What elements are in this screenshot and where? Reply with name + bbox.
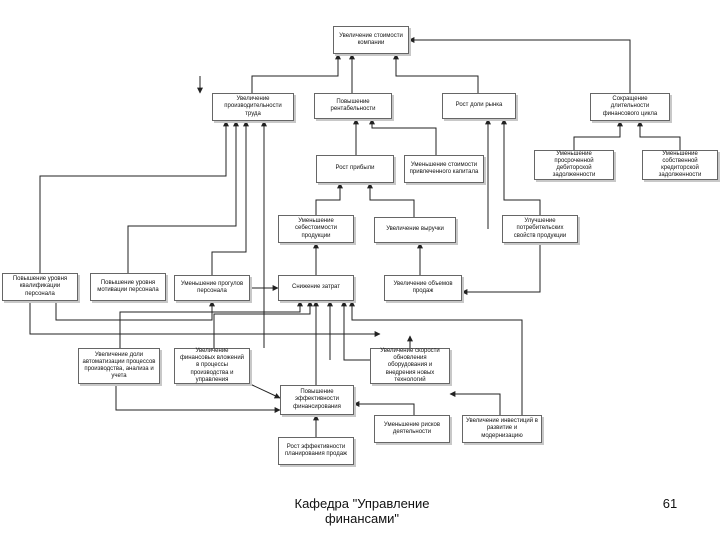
- node-absences: Уменьшение прогулов персонала: [174, 275, 250, 301]
- connector-arrow: [115, 384, 281, 413]
- connector-arrow: [393, 53, 479, 93]
- connector-arrow: [461, 243, 541, 295]
- node-staff-motivation: Повышение уровня мотивации персонала: [90, 273, 166, 301]
- connector-arrow: [369, 118, 437, 155]
- node-production-cost: Уменьшение себестоимости продукции: [278, 215, 354, 243]
- connector-arrow: [29, 301, 381, 337]
- connector-arrow: [213, 300, 313, 348]
- connector-arrow: [408, 37, 631, 93]
- connector-arrow: [349, 300, 523, 415]
- connector-arrow: [573, 120, 623, 150]
- connector-arrow: [55, 300, 215, 321]
- connector-arrow: [353, 401, 415, 415]
- node-risk-reduction: Уменьшение рисков деятельности: [374, 415, 450, 443]
- node-sales-volume: Увеличение объемов продаж: [384, 275, 462, 301]
- connector-arrow: [127, 120, 239, 273]
- node-staff-qualification: Повышение уровня квалификации персонала: [2, 273, 78, 301]
- connector-arrow: [211, 120, 249, 275]
- node-automation: Увеличение доли автоматизации процессов …: [78, 348, 160, 384]
- node-profitability: Повышение рентабельности: [314, 93, 392, 119]
- connector-arrow: [251, 53, 341, 93]
- connector-arrow: [119, 300, 303, 348]
- node-revenue-growth: Увеличение выручки: [374, 217, 456, 243]
- footer-department: Кафедра "Управление финансами": [294, 496, 430, 526]
- connector-arrow: [39, 120, 229, 273]
- node-payables: Уменьшение собственной кредиторской задо…: [642, 150, 718, 180]
- node-market-share: Рост доли рынка: [442, 93, 516, 119]
- node-financial-cycle: Сокращение длительности финансового цикл…: [590, 93, 670, 121]
- connector-arrow: [501, 118, 541, 215]
- node-product-quality: Улучшение потребительских свойств продук…: [502, 215, 578, 243]
- footer-page-number: 61: [662, 496, 678, 511]
- node-financing-efficiency: Повышение эффективности финансирования: [280, 385, 354, 415]
- connector-arrow: [315, 182, 343, 215]
- node-receivables: Уменьшение просроченной дебиторской задо…: [534, 150, 614, 180]
- connector-arrow: [341, 300, 370, 361]
- node-capital-cost: Уменьшение стоимости привлеченного капит…: [404, 155, 484, 183]
- connector-arrow: [449, 391, 501, 415]
- connector-arrow: [637, 120, 681, 150]
- node-equipment-update: Увеличение скорости обновления оборудова…: [370, 348, 450, 384]
- node-innovation-investment: Увеличение инвестиций в развитие и модер…: [462, 415, 542, 443]
- node-profit-growth: Рост прибыли: [316, 155, 394, 183]
- connector-arrow: [249, 383, 281, 399]
- node-financial-investments: Увеличение финансовых вложений в процесс…: [174, 348, 250, 384]
- node-cost-reduction: Снижение затрат: [278, 275, 354, 301]
- connector-arrow: [367, 182, 415, 217]
- node-company-value: Увеличение стоимости компании: [333, 26, 409, 54]
- node-labor-productivity: Увеличение производительности труда: [212, 93, 294, 121]
- node-sales-planning: Рост эффективности планирования продаж: [278, 437, 354, 465]
